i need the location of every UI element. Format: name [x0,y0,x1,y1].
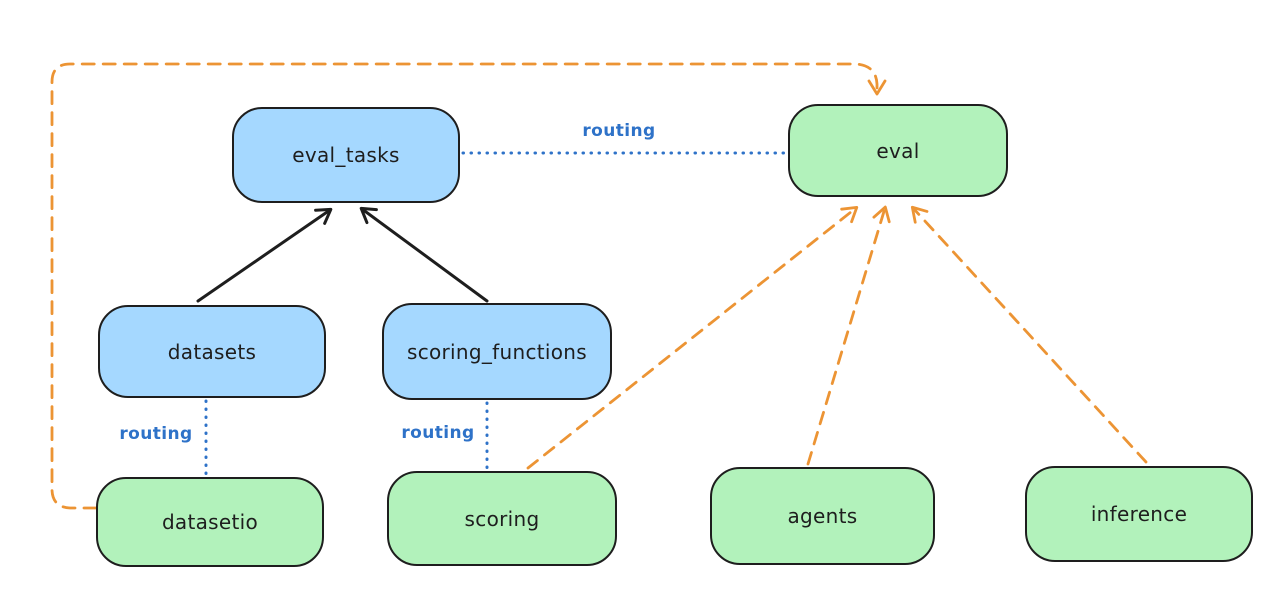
routing-label-datasets-datasetio: routing [119,424,193,444]
edge-datasets-to-eval-tasks [196,207,333,303]
edge-inference-to-eval [910,205,1148,464]
node-scoring: scoring [387,471,617,566]
edge-scoring-to-eval [526,205,859,470]
routing-label-scoring-functions-scoring: routing [401,423,475,443]
routing-label-eval-tasks-eval: routing [582,121,656,141]
node-datasets: datasets [98,305,326,398]
node-scoring-functions: scoring_functions [382,303,612,400]
node-datasetio: datasetio [96,477,324,567]
edge-agents-to-eval [806,205,891,466]
node-inference: inference [1025,466,1253,562]
node-eval-tasks: eval_tasks [232,107,460,203]
node-eval: eval [788,104,1008,197]
node-agents: agents [710,467,935,565]
edge-scoring-functions-to-eval-tasks [359,206,489,303]
